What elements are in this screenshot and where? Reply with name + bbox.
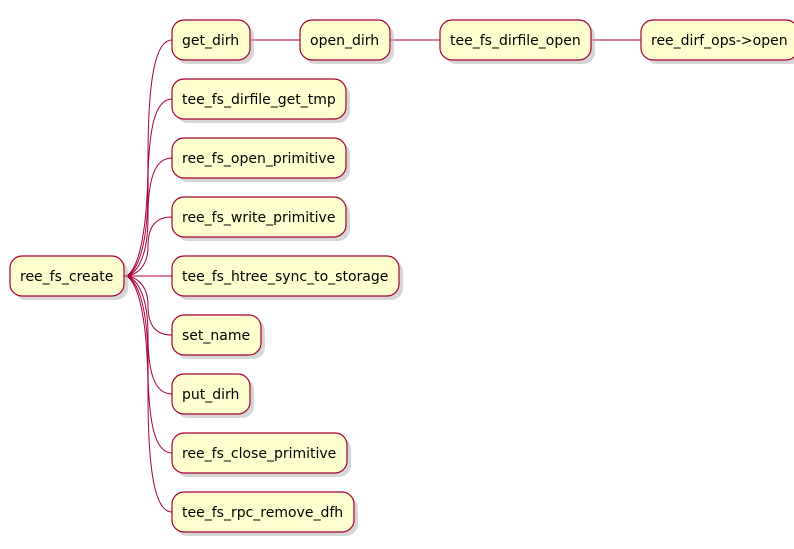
edge-ree-fs-create-to-tee-fs-dirfile-get-tmp — [123, 98, 173, 277]
node-label: ree_fs_write_primitive — [182, 210, 335, 226]
node-ree-fs-open-primitive[interactable]: ree_fs_open_primitive — [171, 137, 350, 182]
node-get-dirh[interactable]: get_dirh — [171, 19, 254, 64]
node-ree-fs-close-primitive[interactable]: ree_fs_close_primitive — [171, 432, 351, 477]
node-box — [171, 314, 262, 356]
node-label: ree_dirf_ops->open — [651, 33, 788, 49]
node-box — [171, 373, 251, 415]
node-box — [171, 78, 347, 120]
node-label: open_dirh — [310, 33, 379, 49]
node-label: ree_fs_close_primitive — [182, 446, 336, 462]
node-label: get_dirh — [182, 33, 239, 49]
node-box — [9, 255, 125, 297]
node-open-dirh[interactable]: open_dirh — [299, 19, 394, 64]
node-box — [439, 19, 592, 61]
node-label: put_dirh — [182, 387, 239, 403]
node-box — [640, 19, 794, 61]
node-ree-fs-write-primitive[interactable]: ree_fs_write_primitive — [171, 196, 350, 241]
node-tee-fs-dirfile-open[interactable]: tee_fs_dirfile_open — [439, 19, 595, 64]
edge-ree-fs-create-to-get-dirh — [123, 39, 173, 277]
node-label: tee_fs_dirfile_get_tmp — [182, 92, 336, 108]
node-label: tee_fs_htree_sync_to_storage — [182, 269, 388, 285]
node-tee-fs-rpc-remove-dfh[interactable]: tee_fs_rpc_remove_dfh — [171, 491, 358, 536]
edges-layer — [123, 39, 641, 513]
node-box — [171, 491, 355, 533]
nodes-layer: ree_fs_create get_dirh open_dirh tee_fs_dir… — [9, 19, 794, 536]
edge-ree-fs-create-to-ree-fs-write-primitive — [123, 216, 173, 277]
node-box — [171, 255, 400, 297]
node-label: ree_fs_create — [20, 269, 113, 285]
node-label: ree_fs_open_primitive — [182, 151, 335, 167]
node-box — [171, 19, 251, 61]
node-ree-fs-create[interactable]: ree_fs_create — [9, 255, 128, 300]
node-label: tee_fs_dirfile_open — [450, 33, 581, 49]
node-box — [171, 432, 348, 474]
node-label: set_name — [182, 328, 250, 344]
edge-ree-fs-create-to-tee-fs-rpc-remove-dfh — [123, 275, 173, 513]
edge-ree-fs-create-to-ree-fs-open-primitive — [123, 157, 173, 277]
node-put-dirh[interactable]: put_dirh — [171, 373, 254, 418]
node-box — [299, 19, 391, 61]
node-tee-fs-htree-sync-to-storage[interactable]: tee_fs_htree_sync_to_storage — [171, 255, 403, 300]
edge-ree-fs-create-to-set-name — [123, 275, 173, 336]
edge-ree-fs-create-to-put-dirh — [123, 275, 173, 395]
node-ree-dirf-ops-open[interactable]: ree_dirf_ops->open — [640, 19, 794, 64]
node-box — [171, 137, 347, 179]
node-set-name[interactable]: set_name — [171, 314, 265, 359]
node-tee-fs-dirfile-get-tmp[interactable]: tee_fs_dirfile_get_tmp — [171, 78, 350, 123]
node-box — [171, 196, 347, 238]
edge-ree-fs-create-to-ree-fs-close-primitive — [123, 275, 173, 454]
node-label: tee_fs_rpc_remove_dfh — [182, 505, 343, 521]
